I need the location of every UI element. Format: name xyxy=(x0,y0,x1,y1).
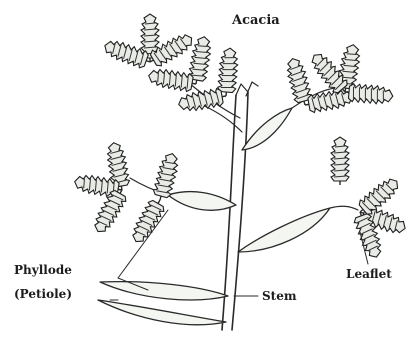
label-phyllode: Phyllode xyxy=(14,263,72,277)
pinnae-lower-right xyxy=(331,137,408,260)
pinnae-upper-left xyxy=(102,14,239,113)
label-stem: Stem xyxy=(262,289,297,303)
label-leaflet: Leaflet xyxy=(346,267,392,281)
diagram-title: Acacia xyxy=(231,13,280,28)
pinnae-middle-left xyxy=(73,141,181,246)
label-petiole: (Petiole) xyxy=(14,287,72,301)
